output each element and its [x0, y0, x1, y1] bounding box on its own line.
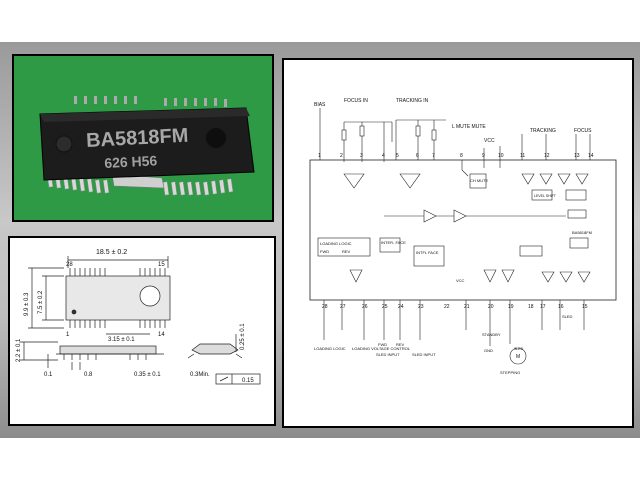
label-level-shift: LEVEL SHIFT [534, 194, 557, 198]
bottom-label-loading-voltage: LOADING VOLTAGE CONTROL [352, 346, 411, 351]
bottom-pin-27: 27 [340, 304, 346, 310]
bottom-pin-24: 24 [398, 304, 404, 310]
top-pin-14: 14 [588, 153, 594, 159]
package-drawing: 18.5 ± 0.2 28 15 1 14 9.9 ± 0.3 7.5 ± 0.… [16, 249, 261, 385]
dim-pin-28: 28 [66, 262, 73, 268]
bottom-label-fwd: FWD [378, 342, 387, 347]
top-pin-9: 9 [482, 153, 485, 159]
bottom-pin-25: 25 [382, 304, 388, 310]
top-pin-11: 11 [520, 153, 525, 159]
label-bias: BIAS [314, 102, 326, 108]
bottom-label-rev: REV [396, 342, 405, 347]
top-pin-13: 13 [574, 153, 580, 159]
label-focus-in: FOCUS IN [344, 98, 368, 104]
label-tracking-in: TRACKING IN [396, 98, 429, 104]
top-pin-7: 7 [432, 153, 435, 159]
mold-mark [206, 128, 226, 148]
label-sled: SLED [562, 314, 573, 319]
dim-lead-min: 0.3Min. [190, 372, 210, 378]
top-pin-8: 8 [460, 153, 463, 159]
chip-marking-line2: 626 H56 [104, 152, 158, 171]
chip-pins [46, 173, 234, 196]
label-motor-m: M [516, 354, 520, 360]
top-pin-1: 1 [318, 153, 321, 159]
dim-standoff: 0.1 [44, 372, 53, 378]
heat-slug [111, 173, 165, 189]
bottom-label-sled-input-2: SLED INPUT [412, 352, 436, 357]
label-vcc: VCC [484, 138, 495, 144]
dim-width-outer: 9.9 ± 0.3 [24, 292, 30, 316]
label-fwd: FWD [320, 249, 329, 254]
top-pin-6: 6 [416, 153, 419, 159]
top-pin-5: 5 [396, 153, 399, 159]
bottom-pin-17: 17 [540, 304, 546, 310]
label-tracking: TRACKING [530, 128, 556, 134]
chip-marking-line1: BA5818FM [86, 125, 189, 152]
bottom-pin-22: 22 [444, 304, 450, 310]
dim-lead-thickness: 0.25 ± 0.1 [240, 323, 246, 350]
top-pin-10: 10 [498, 153, 504, 159]
dim-overall-length: 18.5 ± 0.2 [96, 249, 127, 256]
label-mute: L MUTE MUTE [452, 124, 486, 130]
dim-pin-1: 1 [66, 332, 70, 338]
dim-pin-15: 15 [158, 262, 165, 268]
label-part-number: BA5818FM [572, 230, 592, 235]
dim-lead-width: 0.35 ± 0.1 [134, 372, 161, 378]
chip-pins-top [74, 96, 227, 107]
bottom-pin-21: 21 [464, 304, 470, 310]
label-intfl-face: INTFL FACE [416, 250, 439, 255]
bottom-pin-15: 15 [582, 304, 588, 310]
bottom-label-sled-input: SLED INPUT [376, 352, 400, 357]
dim-pin-pitch: 0.8 [84, 372, 93, 378]
dim-flatness: 0.15 [242, 378, 254, 384]
chip-photo-panel: BA5818FM 626 H56 [12, 54, 274, 222]
bottom-pin-28: 28 [322, 304, 328, 310]
top-pin-12: 12 [544, 153, 550, 159]
bottom-pin-20: 20 [488, 304, 494, 310]
dim-pin-14: 14 [158, 332, 165, 338]
bottom-pin-23: 23 [418, 304, 424, 310]
label-interface: INTER- FACE [381, 240, 406, 245]
label-sled-motor: SLED [514, 347, 524, 351]
bottom-label-loading-logic: LOADING LOGIC [314, 346, 346, 351]
label-focus: FOCUS [574, 128, 592, 134]
bottom-pin-26: 26 [362, 304, 368, 310]
label-rev: REV [342, 249, 351, 254]
top-pin-3: 3 [360, 153, 363, 159]
label-stepping: STEPPING [500, 370, 520, 375]
bottom-pin-19: 19 [508, 304, 514, 310]
dim-width-body: 7.5 ± 0.2 [38, 290, 44, 314]
bottom-pin-16: 16 [558, 304, 564, 310]
label-vcc2: VCC [456, 278, 465, 283]
top-pin-4: 4 [382, 153, 385, 159]
top-pin-2: 2 [340, 153, 343, 159]
block-diagram: 1 2 3 4 5 6 7 8 9 10 11 12 13 14 28 27 2… [309, 98, 617, 375]
bottom-pin-18: 18 [528, 304, 534, 310]
dim-height: 2.2 ± 0.1 [16, 338, 22, 362]
pin1-dot [55, 135, 73, 153]
dim-body-note: 3.15 ± 0.1 [108, 337, 135, 343]
bottom-label-gnd: GND [484, 348, 493, 353]
label-loading-logic: LOADING LOGIC [320, 241, 352, 246]
package-drawing-panel: 18.5 ± 0.2 28 15 1 14 9.9 ± 0.3 7.5 ± 0.… [8, 236, 276, 426]
chip-photo: BA5818FM 626 H56 [39, 96, 255, 196]
label-ch-mute: CH MUTE [470, 178, 489, 183]
label-standby: STANDBY [482, 332, 501, 337]
block-diagram-panel: 1 2 3 4 5 6 7 8 9 10 11 12 13 14 28 27 2… [282, 58, 634, 428]
